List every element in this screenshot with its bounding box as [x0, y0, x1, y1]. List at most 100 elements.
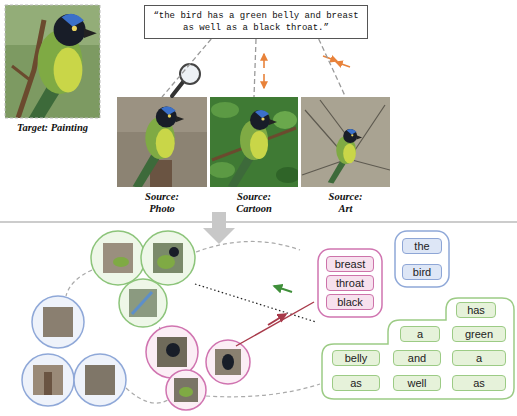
- word-text: green: [465, 328, 493, 341]
- image-caption: Source: Art: [329, 191, 363, 215]
- cartoon-image-part: [276, 167, 298, 183]
- cartoon-image-part: [210, 162, 235, 178]
- blue-patch-cluster-part: [32, 296, 84, 348]
- word-token: breast: [326, 256, 374, 272]
- photo-image-part: [133, 106, 184, 187]
- word-token: a: [400, 326, 440, 342]
- word-token: as: [452, 375, 506, 391]
- caption-box: “the bird has a green belly and breast a…: [144, 5, 368, 39]
- image-caption: Source: Photo: [145, 191, 179, 215]
- word-text: as: [473, 377, 485, 390]
- word-token: black: [326, 294, 374, 310]
- art-image-part: [328, 129, 362, 184]
- image-caption: Source: Cartoon: [236, 191, 272, 215]
- alignment-lines: [195, 284, 316, 346]
- cartoon-image-part: [273, 111, 297, 129]
- green-patch-cluster-part: [157, 255, 175, 269]
- word-token: green: [452, 326, 506, 342]
- word-token: has: [456, 302, 496, 318]
- dashed-connector: [319, 39, 346, 97]
- word-group-outlines-part: [395, 231, 449, 287]
- orange-arrows-part: [263, 74, 265, 88]
- painting-image-part: [18, 14, 96, 118]
- caption-text: “the bird has a green belly and breast a…: [151, 10, 361, 34]
- green-patch-cluster-part: [113, 257, 129, 267]
- blue-patch-cluster: [22, 296, 126, 406]
- magnifier-icon: [172, 64, 200, 96]
- word-token: the: [402, 238, 442, 254]
- pink-patch-cluster-part: [206, 340, 250, 384]
- photo-image: [117, 97, 207, 187]
- pink-patch-cluster-part: [166, 343, 180, 357]
- art-image: [301, 97, 390, 187]
- word-token: well: [393, 375, 441, 391]
- word-token: and: [393, 350, 441, 366]
- magnifier-icon-part: [180, 64, 200, 84]
- pink-patch-cluster-part: [222, 354, 234, 370]
- painting-image: [5, 5, 100, 118]
- cluster-links-part: [126, 388, 168, 403]
- word-text: the: [414, 240, 429, 253]
- separator-line: [0, 222, 517, 223]
- green-patch-cluster-part: [91, 231, 145, 285]
- word-text: as: [350, 377, 362, 390]
- dashed-connector: [162, 39, 211, 97]
- word-text: bird: [413, 266, 431, 279]
- green-patch-cluster-part: [129, 289, 157, 317]
- word-text: and: [408, 352, 426, 365]
- word-text: black: [337, 296, 363, 309]
- pink-patch-cluster-part: [179, 387, 193, 397]
- orange-arrows: [264, 54, 350, 88]
- blue-patch-cluster-part: [22, 354, 74, 406]
- word-text: well: [408, 377, 427, 390]
- pink-patch-cluster-part: [174, 378, 198, 402]
- green-patch-cluster-part: [141, 231, 195, 285]
- word-text: breast: [335, 258, 366, 271]
- orange-arrows-part: [323, 56, 337, 61]
- alignment-lines-part: [268, 314, 286, 325]
- word-group-outlines-part: [318, 249, 382, 317]
- blue-patch-cluster-part: [43, 307, 73, 337]
- orange-arrows-part: [336, 62, 350, 67]
- word-text: a: [417, 328, 423, 341]
- alignment-lines-part: [274, 286, 292, 292]
- cluster-links-part: [196, 241, 300, 252]
- image-node: Source: Photo: [117, 97, 207, 187]
- word-text: a: [476, 352, 482, 365]
- blue-patch-cluster-part: [85, 365, 115, 395]
- art-image-part: [301, 97, 390, 187]
- green-patch-cluster-part: [103, 243, 133, 273]
- word-group-outlines-part: [322, 298, 514, 399]
- alignment-lines-part: [236, 302, 314, 346]
- down-arrow: [203, 212, 235, 244]
- green-patch-cluster-part: [169, 247, 179, 257]
- cartoon-image: [210, 97, 298, 187]
- pink-patch-cluster-part: [166, 370, 206, 410]
- pink-patch-cluster-part: [157, 337, 187, 367]
- word-token: belly: [332, 350, 380, 366]
- word-text: throat: [336, 277, 364, 290]
- word-token: as: [332, 375, 380, 391]
- cluster-links-part: [206, 384, 320, 397]
- word-token: a: [452, 350, 506, 366]
- green-patch-cluster-part: [119, 279, 167, 327]
- green-patch-cluster-part: [153, 243, 183, 273]
- green-patch-cluster-part: [132, 292, 152, 314]
- image-caption: Target: Painting: [17, 122, 88, 134]
- image-node: Source: Art: [301, 97, 390, 187]
- word-group-outlines: [318, 231, 514, 399]
- word-text: has: [467, 304, 485, 317]
- image-node: Target: Painting: [5, 5, 100, 118]
- word-text: belly: [345, 352, 368, 365]
- blue-patch-cluster-part: [44, 372, 52, 395]
- blue-patch-cluster-part: [33, 365, 63, 395]
- word-token: throat: [326, 275, 374, 291]
- alignment-lines-part: [195, 284, 316, 322]
- cartoon-image-part: [228, 110, 277, 187]
- pink-patch-cluster-part: [215, 349, 241, 375]
- word-token: bird: [402, 264, 442, 280]
- painting-image-part: [12, 66, 30, 80]
- cluster-links-part: [66, 270, 92, 296]
- orange-arrows-part: [263, 54, 265, 68]
